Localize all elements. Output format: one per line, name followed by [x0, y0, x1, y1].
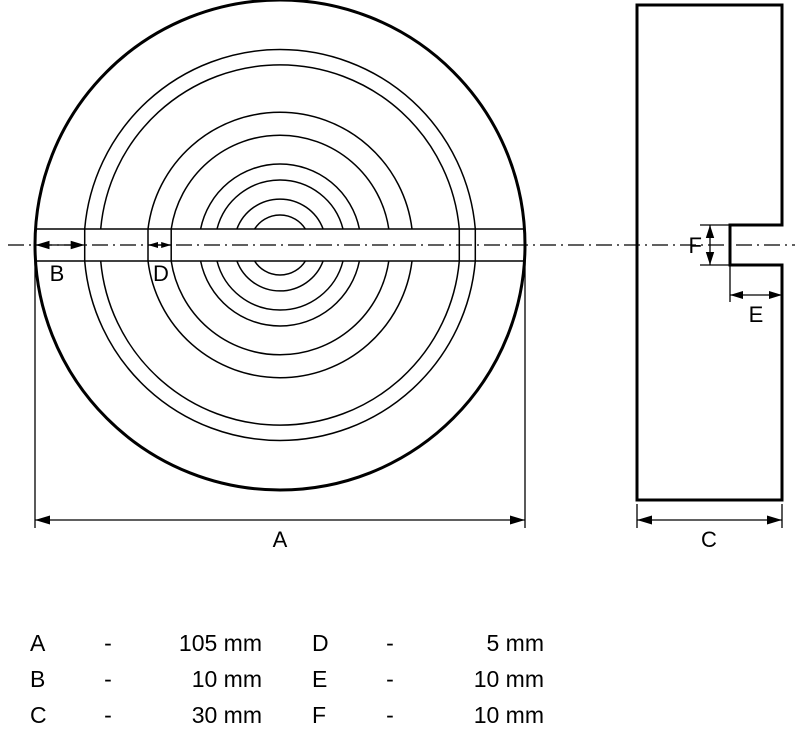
dimension-key: E — [312, 666, 328, 692]
dimension-b: B — [35, 240, 85, 286]
label-b: B — [50, 261, 65, 286]
dimension-e: E — [729, 265, 782, 327]
dimension-separator: - — [104, 702, 112, 728]
dimension-separator: - — [386, 630, 394, 656]
dimension-value: 30 mm — [191, 702, 262, 728]
label-f: F — [689, 233, 702, 258]
dimension-f: F — [689, 225, 715, 265]
dimension-value: 10 mm — [473, 666, 544, 692]
dimension-key: F — [312, 702, 327, 728]
dimension-value: 5 mm — [486, 630, 545, 656]
label-d: D — [153, 261, 169, 286]
concentric-grooves — [83, 48, 477, 442]
dimension-separator: - — [104, 666, 112, 692]
dimension-key: A — [30, 630, 46, 656]
dimension-key: B — [30, 666, 46, 692]
dimension-key: C — [30, 702, 47, 728]
dimension-c: C — [636, 504, 783, 552]
face-slot — [35, 228, 525, 262]
dimension-value: 10 mm — [473, 702, 544, 728]
dimension-key: D — [312, 630, 329, 656]
front-view: B D A — [33, 0, 527, 552]
dimension-separator: - — [386, 702, 394, 728]
label-c: C — [701, 527, 717, 552]
side-view: F E C — [635, 3, 784, 552]
dimension-separator: - — [386, 666, 394, 692]
dimensions-column-left: A - 105 mm B - 10 mm C - 30 mm — [30, 630, 262, 729]
dimension-a: A — [34, 252, 526, 552]
pad-outer-circle — [33, 0, 527, 492]
dimension-d: D — [148, 242, 172, 286]
technical-drawing: B D A — [8, 0, 795, 552]
dimensions-table: A - 105 mm B - 10 mm C - 30 mm D - 5 mm … — [30, 630, 544, 729]
label-a: A — [273, 527, 288, 552]
dimension-value: 105 mm — [178, 630, 262, 656]
dimensions-column-right: D - 5 mm E - 10 mm F - 10 mm — [312, 630, 544, 729]
dimension-separator: - — [104, 630, 112, 656]
dimension-value: 10 mm — [191, 666, 262, 692]
label-e: E — [749, 302, 764, 327]
